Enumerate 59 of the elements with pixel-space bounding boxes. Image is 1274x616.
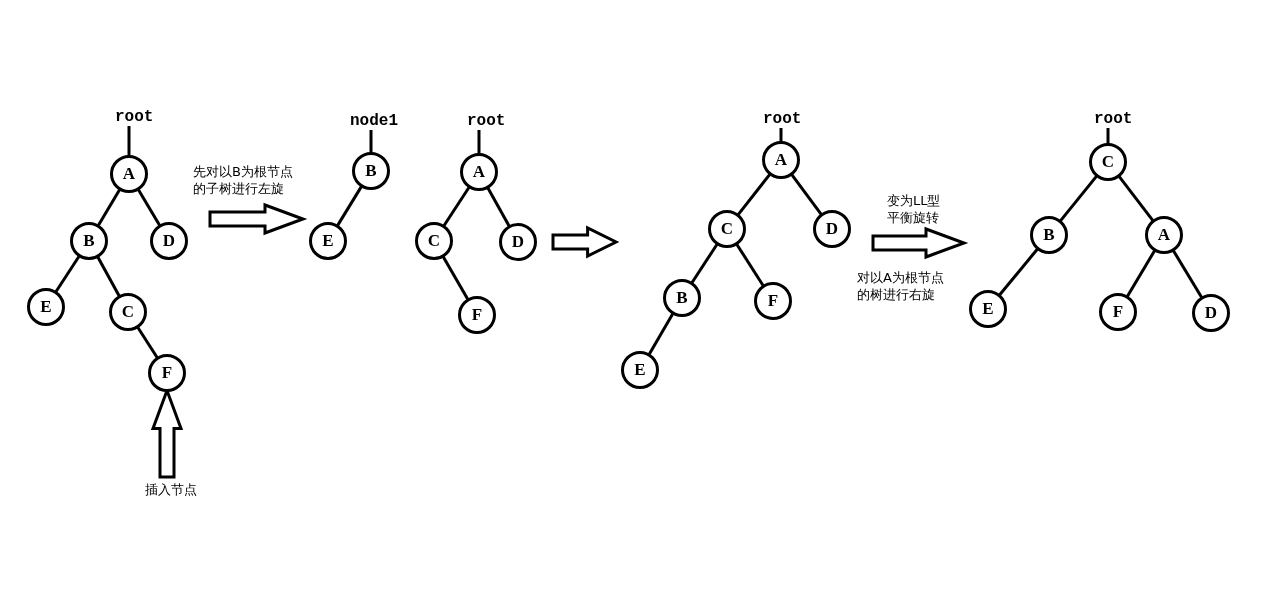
- tree-node: D: [150, 222, 188, 260]
- tree-node: C: [415, 222, 453, 260]
- tree-edge: [1058, 174, 1099, 223]
- block-arrow: [871, 226, 969, 260]
- tree-edge: [736, 172, 772, 217]
- pointer-label: root: [467, 113, 506, 129]
- tree-edge: [442, 185, 471, 228]
- tree-node: A: [460, 153, 498, 191]
- tree-node: E: [309, 222, 347, 260]
- pointer-label: root: [1094, 111, 1133, 127]
- tree-node: E: [621, 351, 659, 389]
- tree-edge: [647, 312, 675, 356]
- tree-node: B: [1030, 216, 1068, 254]
- tree-node: B: [663, 279, 701, 317]
- tree-edge: [1106, 128, 1110, 145]
- tree-node: C: [708, 210, 746, 248]
- tree-node: C: [1089, 143, 1127, 181]
- tree-edge: [486, 186, 511, 228]
- tree-node: B: [352, 152, 390, 190]
- tree-edge: [96, 188, 122, 227]
- tree-edge: [136, 325, 159, 360]
- block-arrow: [208, 202, 308, 236]
- tree-edge: [96, 255, 121, 298]
- tree-edge: [997, 247, 1040, 297]
- pointer-label: root: [763, 111, 802, 127]
- insert-label: 插入节点: [145, 482, 197, 498]
- tree-edge: [1171, 249, 1204, 299]
- tree-node: F: [148, 354, 186, 392]
- tree-edge: [136, 188, 162, 227]
- tree-node: F: [1099, 293, 1137, 331]
- block-arrow: [551, 225, 620, 259]
- tree-node: A: [1145, 216, 1183, 254]
- step-note: 变为LL型平衡旋转: [887, 192, 942, 226]
- tree-edge: [335, 185, 364, 227]
- tree-node: A: [110, 155, 148, 193]
- tree-node: D: [499, 223, 537, 261]
- pointer-label: node1: [350, 113, 398, 129]
- tree-edge: [369, 130, 373, 154]
- tree-edge: [127, 126, 131, 157]
- tree-node: B: [70, 222, 108, 260]
- tree-edge: [790, 173, 823, 216]
- tree-node: D: [1192, 294, 1230, 332]
- tree-edge: [690, 242, 719, 285]
- tree-edge: [1117, 175, 1155, 222]
- tree-edge: [441, 255, 470, 301]
- tree-node: C: [109, 293, 147, 331]
- step-note: 对以A为根节点的树进行右旋: [857, 269, 945, 303]
- tree-edge: [735, 242, 765, 288]
- tree-node: E: [969, 290, 1007, 328]
- tree-node: D: [813, 210, 851, 248]
- pointer-label: root: [115, 109, 154, 125]
- step-note: 先对以B为根节点的子树进行左旋: [193, 163, 294, 197]
- tree-edge: [54, 254, 81, 294]
- tree-node: F: [754, 282, 792, 320]
- tree-node: E: [27, 288, 65, 326]
- tree-edge: [1125, 249, 1157, 298]
- tree-node: A: [762, 141, 800, 179]
- tree-node: F: [458, 296, 496, 334]
- tree-edge: [477, 130, 481, 155]
